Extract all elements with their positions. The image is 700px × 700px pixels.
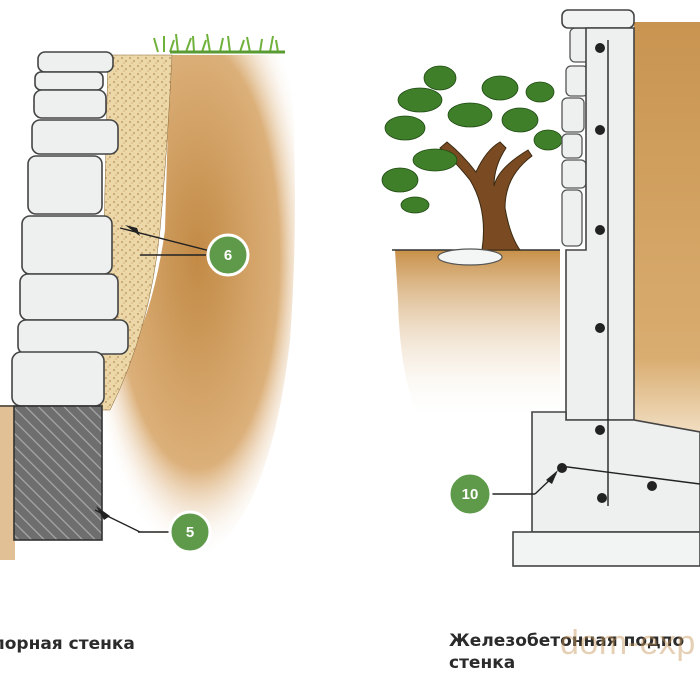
base-slab [531, 411, 700, 533]
drainage-pit [437, 248, 503, 266]
left-caption: порная стенка [0, 634, 135, 654]
tree [381, 65, 563, 251]
callout-10-label: 10 [462, 486, 479, 503]
right-caption-line2: стенка [449, 653, 516, 673]
stone [31, 119, 119, 155]
front-soil [395, 250, 560, 424]
rebar [559, 40, 700, 506]
callout-6: 6 [119, 225, 250, 277]
stone [34, 71, 104, 91]
stone [37, 51, 114, 73]
grass [153, 33, 279, 53]
right-soil [634, 22, 700, 442]
right-caption: Железобетонная подпо стенка [449, 630, 700, 674]
callout-5: 5 [94, 506, 212, 554]
callout-6-label: 6 [224, 247, 232, 264]
stone-retaining-wall [0, 33, 295, 560]
watermark: dom-exp [560, 624, 696, 662]
stone [11, 351, 105, 407]
tree-trunk [439, 141, 533, 251]
stone [21, 215, 113, 275]
stone [33, 89, 107, 119]
footing-plate [512, 531, 700, 567]
rebar-dots [557, 43, 657, 503]
stone [27, 155, 103, 215]
hatched-foundation [13, 405, 103, 541]
wall-stones [11, 51, 129, 407]
callout-10: 10 [447, 470, 558, 517]
right-caption-line1: Железобетонная подпо [449, 631, 685, 651]
stone [17, 319, 129, 355]
wall-cap [561, 9, 635, 29]
stone [19, 273, 119, 321]
left-front-soil [0, 405, 15, 560]
concrete-retaining-wall [381, 9, 700, 567]
left-soil [100, 55, 295, 560]
callout-5-label: 5 [186, 524, 194, 541]
